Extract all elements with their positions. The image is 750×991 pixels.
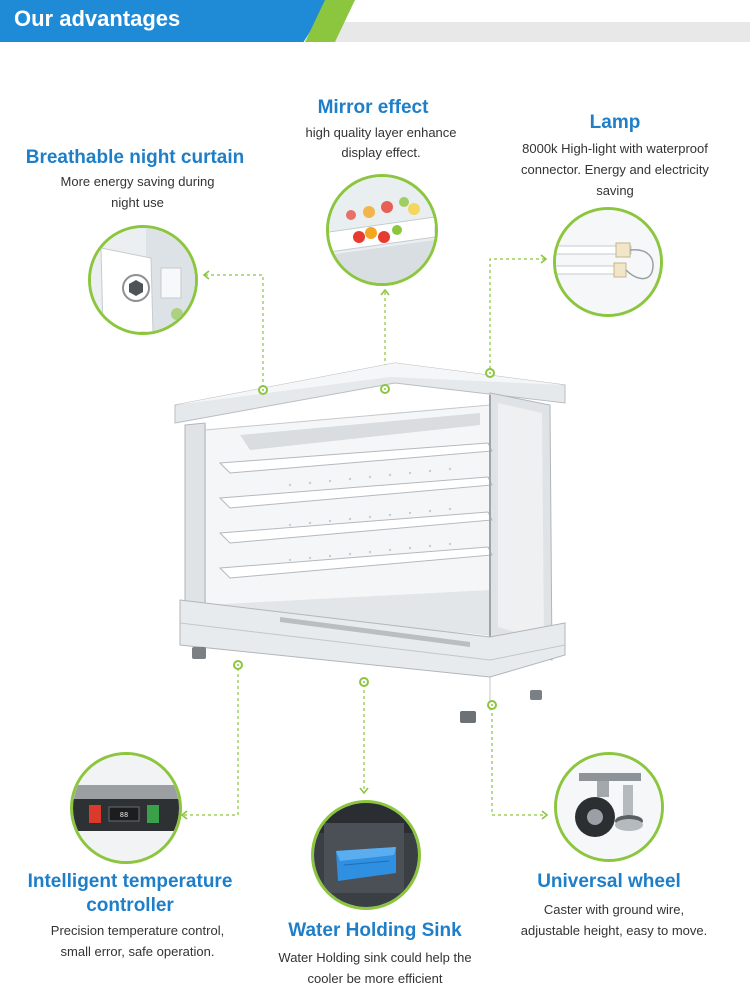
sink-desc-2: cooler be more efficient (307, 971, 443, 986)
arrow-lamp (540, 254, 548, 264)
arrow-mirror (380, 288, 390, 296)
arrow-sink (359, 787, 369, 795)
night-curtain-image (88, 225, 198, 335)
mirror-desc-2: display effect. (341, 145, 421, 160)
water-sink-icon (314, 803, 418, 907)
night-curtain-title: Breathable night curtain (25, 147, 245, 168)
controller-desc-2: small error, safe operation. (60, 944, 215, 959)
connector-night-curtain (205, 274, 264, 388)
night-curtain-icon (91, 228, 195, 332)
sink-image (311, 800, 421, 910)
wheel-desc-2: adjustable height, easy to move. (520, 923, 708, 938)
arrow-wheel (541, 810, 549, 820)
marker-lamp (485, 368, 495, 378)
mirror-image (326, 174, 438, 286)
controller-title-2: controller (86, 895, 174, 916)
svg-text:88: 88 (120, 811, 128, 819)
night-curtain-desc-1: More energy saving during (60, 174, 215, 189)
sink-title: Water Holding Sink (288, 920, 462, 941)
lamp-desc-2: connector. Energy and electricity (521, 162, 709, 177)
page-title: Our advantages (14, 6, 181, 31)
temperature-controller-icon: 88 (73, 755, 179, 861)
wheel-desc-1: Caster with ground wire, (543, 902, 685, 917)
banner-blue-block (0, 0, 330, 42)
mirror-desc-1: high quality layer enhance (305, 125, 457, 140)
banner-gray-stripe (320, 22, 750, 42)
display-cooler-image (174, 362, 566, 723)
controller-title-1: Intelligent temperature (27, 871, 233, 892)
lamp-desc-3: saving (596, 183, 634, 198)
marker-night-curtain (258, 385, 268, 395)
sink-desc-1: Water Holding sink could help the (278, 950, 472, 965)
lamp-image (553, 207, 663, 317)
mirror-fruit-icon (329, 177, 435, 283)
controller-image: 88 (70, 752, 182, 864)
lamp-title: Lamp (589, 112, 641, 133)
caster-wheel-icon (557, 755, 661, 859)
controller-desc-1: Precision temperature control, (50, 923, 225, 938)
wheel-image (554, 752, 664, 862)
mirror-title: Mirror effect (317, 97, 429, 118)
marker-sink (359, 677, 369, 687)
marker-wheel (487, 700, 497, 710)
arrow-controller (180, 810, 188, 820)
connector-controller (183, 668, 239, 816)
wheel-title: Universal wheel (537, 871, 681, 892)
led-lamp-icon (556, 210, 660, 314)
arrow-night-curtain (202, 270, 210, 280)
marker-mirror (380, 384, 390, 394)
night-curtain-desc-2: night use (111, 195, 164, 210)
lamp-desc-1: 8000k High-light with waterproof (522, 141, 708, 156)
connector-lamp (489, 258, 545, 372)
marker-controller (233, 660, 243, 670)
connector-wheel (491, 707, 546, 816)
